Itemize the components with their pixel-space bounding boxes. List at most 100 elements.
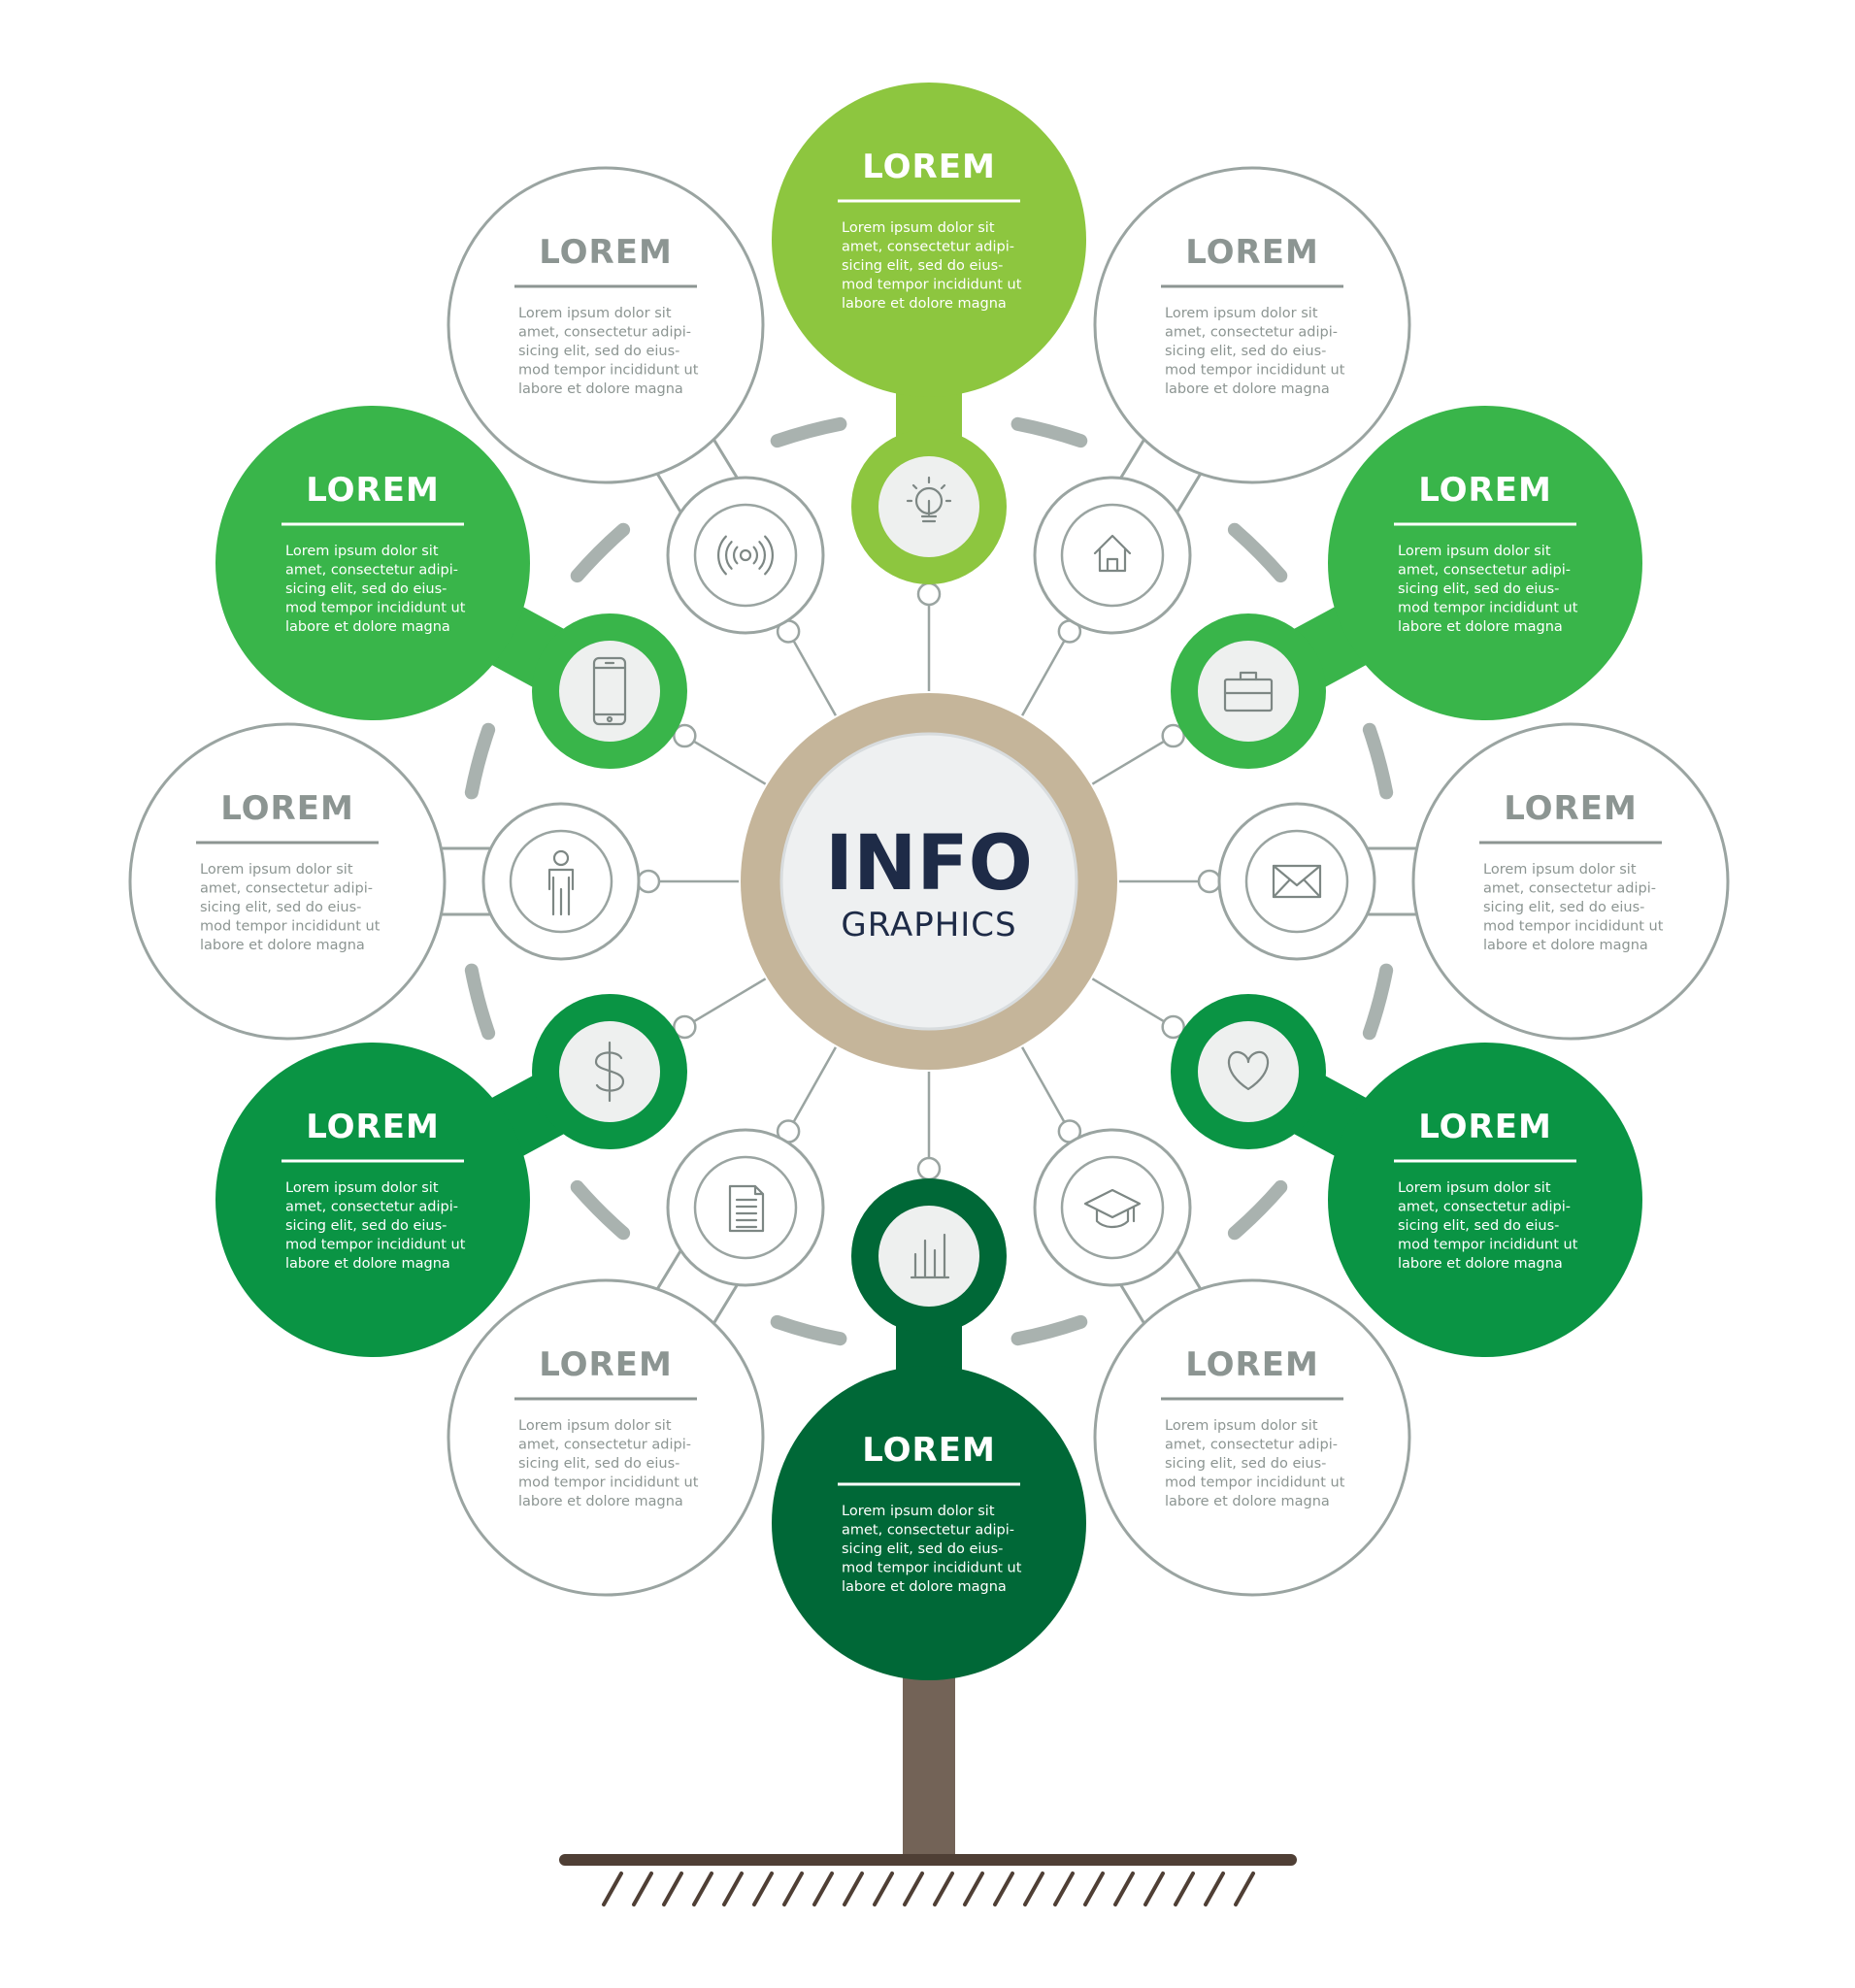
ground-hatch	[993, 1872, 1014, 1906]
bubble-title: LOREM	[1185, 233, 1319, 272]
wifi-signal-icon	[717, 535, 774, 576]
bubble-text-line: labore et dolore magna	[842, 1579, 1007, 1595]
icon-disc	[1060, 1155, 1165, 1260]
bubble-text-line: labore et dolore magna	[1483, 938, 1648, 953]
document-icon	[728, 1184, 765, 1233]
bubble-text-line: labore et dolore magna	[285, 619, 450, 635]
bubble-text-line: Lorem ipsum dolor sit	[285, 544, 439, 559]
ground-hatch	[1204, 1872, 1225, 1906]
info-bubble	[215, 406, 530, 720]
gray-arc	[1227, 1179, 1288, 1241]
gray-arc	[570, 522, 631, 583]
node-upper-right: LOREM Lorem ipsum dolor sit amet, consecte…	[1171, 406, 1642, 769]
connector-layer	[636, 581, 1222, 1181]
ground-hatch	[1143, 1872, 1165, 1906]
ground-hatch	[752, 1872, 774, 1906]
connector-knob	[1197, 869, 1222, 894]
bubble-text-line: sicing elit, sed do eius-	[285, 581, 447, 597]
bubble-text-line: Lorem ipsum dolor sit	[518, 306, 672, 321]
person-icon	[547, 849, 575, 916]
bubble-text-line: Lorem ipsum dolor sit	[1398, 544, 1551, 559]
bubble-text-line: labore et dolore magna	[1398, 619, 1563, 635]
bubble-text-line: Lorem ipsum dolor sit	[1165, 306, 1318, 321]
bubble-text-line: amet, consectetur adipi-	[285, 563, 458, 579]
icon-disc	[1198, 641, 1299, 742]
bubble-text-line: labore et dolore magna	[518, 381, 683, 397]
ground-layer	[559, 1670, 1297, 1906]
bubble-text-line: amet, consectetur adipi-	[1398, 563, 1571, 579]
bubble-text-line: mod tempor incididunt ut	[1165, 363, 1345, 379]
bubble-text-line: mod tempor incididunt ut	[1165, 1475, 1345, 1491]
smartphone-icon	[592, 656, 627, 726]
gray-arc	[570, 1179, 631, 1241]
connector-knob	[916, 1156, 942, 1181]
bubble-text-line: labore et dolore magna	[1398, 1256, 1563, 1272]
bubble-text-line: Lorem ipsum dolor sit	[842, 1504, 995, 1519]
ground-hatch	[933, 1872, 954, 1906]
ground-hatch	[963, 1872, 984, 1906]
ground-hatch	[873, 1872, 894, 1906]
connector-line	[787, 630, 837, 716]
bubble-layer: LOREM Lorem ipsum dolor sit amet, consecte…	[128, 83, 1730, 1680]
gray-arc	[464, 963, 496, 1041]
gray-arc	[1227, 522, 1288, 583]
bubble-title: LOREM	[862, 1431, 996, 1470]
bubble-text-line: sicing elit, sed do eius-	[1165, 344, 1326, 359]
ground-hatch	[843, 1872, 864, 1906]
bubble-text-line: amet, consectetur adipi-	[285, 1200, 458, 1215]
ground-hatch	[1053, 1872, 1075, 1906]
bubble-text-line: labore et dolore magna	[1165, 381, 1330, 397]
bubble-text-line: sicing elit, sed do eius-	[1398, 1218, 1559, 1234]
gray-arc	[1362, 963, 1394, 1041]
bubble-text-line: sicing elit, sed do eius-	[518, 1456, 679, 1472]
bubble-text-line: sicing elit, sed do eius-	[200, 900, 361, 915]
connector-knob	[636, 869, 661, 894]
ground-hatch	[782, 1872, 804, 1906]
bubble-text-line: amet, consectetur adipi-	[842, 1523, 1014, 1539]
bubble-title: LOREM	[539, 233, 673, 272]
ground-hatch	[662, 1872, 683, 1906]
info-bubble	[1328, 1043, 1642, 1357]
ground-hatch	[692, 1872, 713, 1906]
ground-hatch	[722, 1872, 744, 1906]
bubble-text-line: Lorem ipsum dolor sit	[518, 1418, 672, 1434]
connector-line	[1021, 630, 1071, 716]
ground-hatch	[1083, 1872, 1105, 1906]
connector-line	[1091, 977, 1175, 1029]
bubble-text-line: amet, consectetur adipi-	[1165, 325, 1338, 341]
connector-knob	[1161, 1014, 1185, 1040]
info-bubble	[772, 1366, 1086, 1680]
ground-hatch	[632, 1872, 653, 1906]
connector-knob	[1161, 723, 1185, 748]
bubble-title: LOREM	[1504, 789, 1638, 828]
ground-hatch	[812, 1872, 834, 1906]
bubble-text-line: Lorem ipsum dolor sit	[1398, 1180, 1551, 1196]
bubble-mask	[450, 1282, 761, 1593]
icon-disc	[1060, 503, 1165, 608]
connector-line	[683, 977, 767, 1029]
bubble-text-line: amet, consectetur adipi-	[518, 1438, 691, 1453]
bubble-text-line: Lorem ipsum dolor sit	[1165, 1418, 1318, 1434]
connector-line	[1021, 1046, 1071, 1133]
bubble-text-line: mod tempor incididunt ut	[1398, 601, 1578, 616]
hub-subtitle: GRAPHICS	[841, 906, 1016, 944]
ground-hatch	[1023, 1872, 1044, 1906]
bubble-text-line: Lorem ipsum dolor sit	[1483, 862, 1637, 878]
bubble-title: LOREM	[539, 1345, 673, 1384]
ground-hatch	[903, 1872, 924, 1906]
bubble-text-line: mod tempor incididunt ut	[842, 1561, 1022, 1576]
bubble-text-line: amet, consectetur adipi-	[200, 881, 373, 897]
bubble-text-line: amet, consectetur adipi-	[1483, 881, 1656, 897]
briefcase-icon	[1223, 671, 1274, 712]
bubble-text-line: labore et dolore magna	[1165, 1494, 1330, 1509]
bubble-title: LOREM	[1418, 471, 1552, 510]
bubble-text-line: mod tempor incididunt ut	[1483, 919, 1664, 935]
bubble-title: LOREM	[862, 148, 996, 186]
bubble-text-line: mod tempor incididunt ut	[285, 1238, 466, 1253]
